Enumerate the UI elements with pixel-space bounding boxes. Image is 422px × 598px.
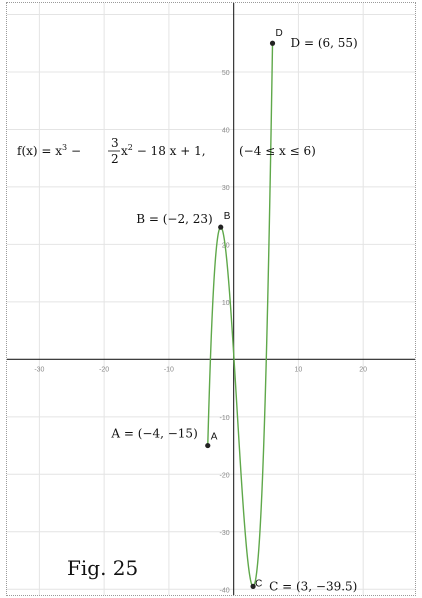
point-name-b: B bbox=[224, 211, 231, 222]
function-label: f(x) = x3 − bbox=[17, 143, 81, 158]
function-label-frac-den: 2 bbox=[111, 152, 119, 166]
y-tick-label: 50 bbox=[222, 70, 230, 77]
function-label-frac-num: 3 bbox=[111, 136, 119, 150]
point-b bbox=[218, 224, 224, 230]
point-label-c: C = (3, −39.5) bbox=[269, 579, 357, 593]
point-label-d: D = (6, 55) bbox=[291, 36, 358, 50]
y-tick-label: -10 bbox=[220, 415, 230, 422]
y-tick-label: 10 bbox=[222, 300, 230, 307]
y-tick-label: 30 bbox=[222, 185, 230, 192]
y-tick-label: 40 bbox=[222, 127, 230, 134]
point-name-d: D bbox=[276, 28, 283, 39]
x-tick-label: 20 bbox=[359, 366, 367, 373]
x-tick-label: -30 bbox=[34, 366, 44, 373]
point-c bbox=[250, 583, 256, 589]
point-label-a: A = (−4, −15) bbox=[110, 427, 197, 441]
point-a bbox=[205, 442, 211, 449]
y-tick-label: -30 bbox=[220, 530, 230, 537]
figure-caption: Fig. 25 bbox=[67, 556, 138, 580]
points: A A = (−4, −15) B B = (−2, 23) C C = (3, −39.… bbox=[110, 28, 357, 593]
function-curve bbox=[207, 43, 274, 588]
point-d bbox=[269, 40, 276, 46]
grid-lines bbox=[7, 3, 415, 595]
function-domain-label: (−4 ≤ x ≤ 6) bbox=[239, 144, 316, 158]
x-tick-label: 10 bbox=[295, 366, 303, 373]
x-tick-label: -10 bbox=[164, 366, 174, 373]
y-tick-label: -40 bbox=[220, 587, 230, 594]
point-name-a: A bbox=[211, 432, 218, 443]
point-name-c: C bbox=[255, 578, 262, 589]
point-label-b: B = (−2, 23) bbox=[136, 212, 212, 226]
axes bbox=[7, 3, 415, 595]
x-tick-label: -20 bbox=[99, 366, 109, 373]
y-tick-label: -20 bbox=[220, 472, 230, 479]
function-label-rest: x2 − 18 x + 1, bbox=[121, 143, 206, 158]
